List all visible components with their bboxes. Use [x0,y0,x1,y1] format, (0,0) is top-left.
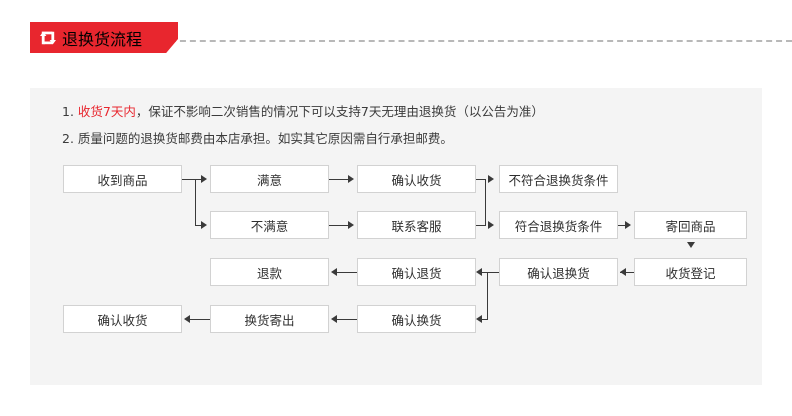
flow-node-confirm-exchange: 确认换货 [357,305,476,333]
connector-exchange-return-stem-top [487,272,499,273]
arrow-received-to-satisfied [201,175,207,183]
arrow-not-satisfied-to-contact-service [348,221,354,229]
arrow-to-eligible [488,221,494,229]
flow-node-receipt-registration: 收货登记 [634,258,747,286]
policy-item-1-highlight: 收货7天内 [77,104,136,119]
connector-received-to-satisfied [195,179,202,180]
policy-item-1-number: 1. [62,104,74,119]
connector-not-satisfied-to-contact-service [329,225,351,226]
connector-received-branch-vertical [195,179,196,225]
arrow-confirm-exchange-to-shipped [331,315,337,323]
flow-node-not-satisfied: 不满意 [210,211,329,239]
flow-node-confirm-return: 确认退货 [357,258,476,286]
arrow-shipped-to-confirm-receipt-final [184,315,190,323]
connector-eligible-to-send-back [618,225,628,226]
returns-flowchart: 收到商品 满意 确认收货 不符合退换货条件 不满意 联系客服 符合退换货条件 寄… [30,88,762,385]
connector-shipped-to-confirm-receipt-final [186,319,210,320]
header-area: 退换货流程 [0,0,792,88]
connector-eligibility-bracket-vertical [485,179,486,225]
policy-item-2-number: 2. [62,131,74,146]
policy-item-1-text: ，保证不影响二次销售的情况下可以支持7天无理由退换货（以公告为准） [135,104,544,119]
flow-node-contact-service: 联系客服 [357,211,476,239]
arrow-exchange-return-to-confirm-return [476,268,482,276]
flow-node-eligible: 符合退换货条件 [499,211,618,239]
connector-exchange-return-to-confirm-exchange [480,319,488,320]
connector-registration-to-confirm-exchange-return [620,272,634,273]
policy-item-2-text: 质量问题的退换货邮费由本店承担。如实其它原因需自行承担邮费。 [77,131,453,146]
connector-confirm-receipt-stem [476,179,486,180]
flow-node-send-back: 寄回商品 [634,211,747,239]
connector-confirm-return-to-refund [333,272,357,273]
arrow-eligible-to-send-back [625,221,631,229]
policy-item-1: 1. 收货7天内，保证不影响二次销售的情况下可以支持7天无理由退换货（以公告为准… [62,104,544,119]
arrow-satisfied-to-confirm-receipt [348,175,354,183]
section-title-text: 退换货流程 [62,29,143,49]
arrow-to-not-eligible [488,175,494,183]
connector-satisfied-to-confirm-receipt [329,179,351,180]
connector-confirm-exchange-to-shipped [333,319,357,320]
flow-node-refund: 退款 [210,258,329,286]
connector-received-to-not-satisfied [195,225,202,226]
arrow-send-back-to-registration [687,242,695,248]
flow-node-confirm-receipt: 确认收货 [357,165,476,193]
flow-node-confirm-exchange-return: 确认退换货 [499,258,618,286]
flow-node-exchange-shipped: 换货寄出 [210,305,329,333]
connector-received-stem [182,179,196,180]
connector-exchange-return-branch-vertical [487,272,488,319]
header-divider-dashed [170,40,792,42]
section-title-banner: 退换货流程 [30,22,178,53]
exchange-arrows-icon [40,31,56,44]
connector-exchange-return-to-confirm-return [480,272,488,273]
connector-contact-service-stem [476,225,486,226]
flow-node-confirm-receipt-final: 确认收货 [63,305,182,333]
arrow-received-to-not-satisfied [201,221,207,229]
policy-item-2: 2. 质量问题的退换货邮费由本店承担。如实其它原因需自行承担邮费。 [62,131,453,146]
arrow-confirm-return-to-refund [331,268,337,276]
flow-node-received-goods: 收到商品 [63,165,182,193]
flow-node-satisfied: 满意 [210,165,329,193]
arrow-exchange-return-to-confirm-exchange [476,315,482,323]
content-panel: 1. 收货7天内，保证不影响二次销售的情况下可以支持7天无理由退换货（以公告为准… [30,88,762,385]
flow-node-not-eligible: 不符合退换货条件 [499,165,618,193]
